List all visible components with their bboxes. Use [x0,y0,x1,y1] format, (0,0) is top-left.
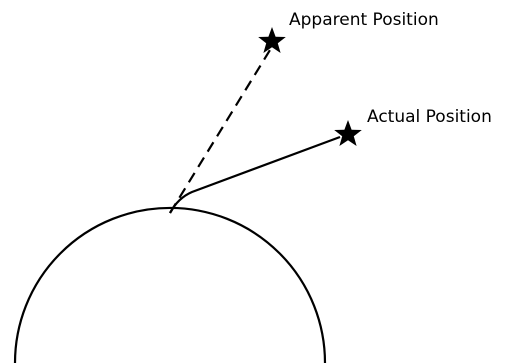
actual-star-icon [334,120,362,146]
apparent-position-label: Apparent Position [289,10,439,30]
planet-outline [15,208,325,363]
actual-ray [170,137,340,213]
apparent-line [170,50,270,213]
apparent-star-icon [258,27,286,53]
actual-position-label: Actual Position [367,107,492,127]
